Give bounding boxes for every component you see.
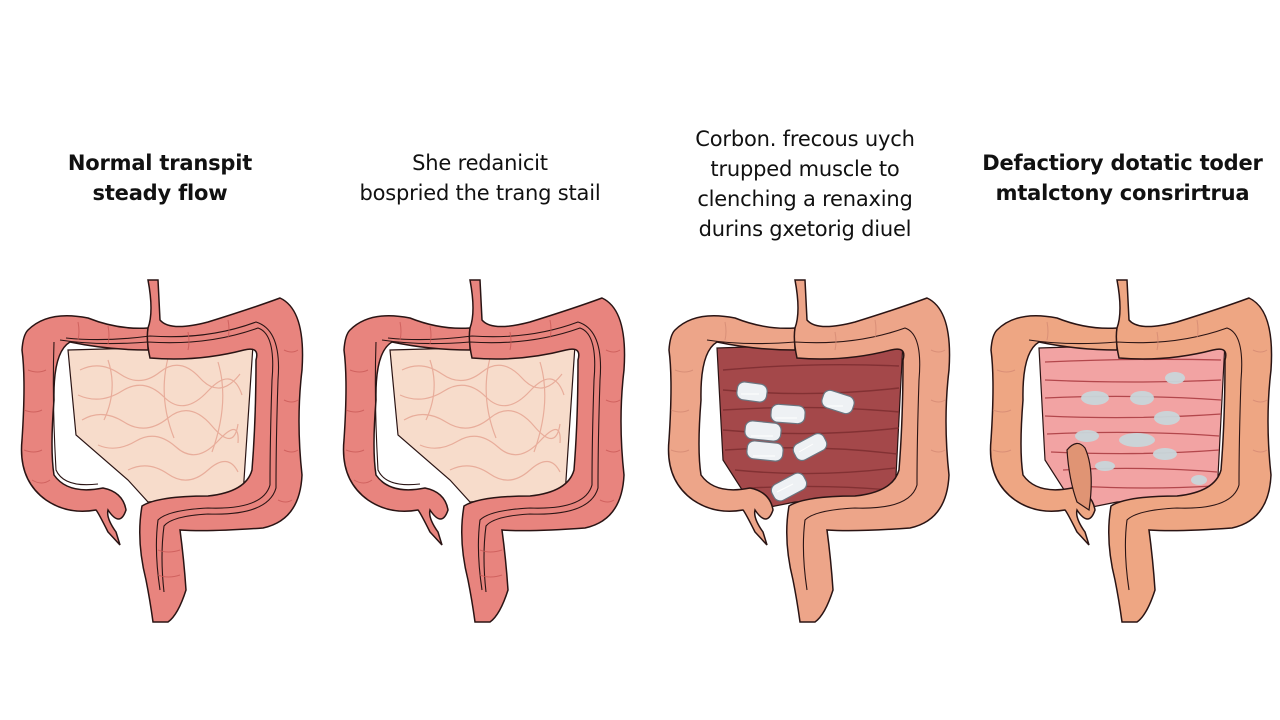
stool-blobs (1075, 372, 1207, 485)
panel-trapped-muscle: Corbon. frecous uych trupped muscle to c… (645, 0, 965, 720)
caption-line: Corbon. frecous uych (695, 127, 915, 151)
caption-line: trupped muscle to (710, 157, 900, 181)
colon-constriction-icon (989, 279, 1273, 623)
colon-trapped-muscle-icon (667, 279, 951, 623)
colon-illustration-trapped-muscle (655, 270, 955, 630)
colon-illustration-normal (8, 270, 308, 630)
colon-normal-icon (20, 279, 304, 623)
caption-line: Normal transpit (67, 151, 253, 175)
colon-illustration-constriction (977, 270, 1277, 630)
caption-normal: Normal transpit steady flow (0, 148, 320, 208)
caption-line: durins gxetorig diuel (698, 217, 912, 241)
caption-line: clenching a renaxing (697, 187, 913, 211)
colon-slow-icon (342, 279, 626, 623)
caption-line: Defactiory dotatic toder (982, 151, 1263, 175)
caption-constriction: Defactiory dotatic toder mtalctony consr… (965, 148, 1280, 208)
caption-line: mtalctony consrirtrua (995, 181, 1250, 205)
panel-normal-transit: Normal transpit steady flow (0, 0, 320, 720)
caption-slow: She redanicit bospried the trang stail (320, 148, 640, 208)
caption-line: bospried the trang stail (359, 181, 601, 205)
panel-slow-transit: She redanicit bospried the trang stail (320, 0, 640, 720)
colon-illustration-slow (330, 270, 630, 630)
caption-trapped-muscle: Corbon. frecous uych trupped muscle to c… (645, 124, 965, 244)
caption-line: She redanicit (412, 151, 548, 175)
caption-line: steady flow (92, 181, 228, 205)
panel-constriction: Defactiory dotatic toder mtalctony consr… (965, 0, 1280, 720)
